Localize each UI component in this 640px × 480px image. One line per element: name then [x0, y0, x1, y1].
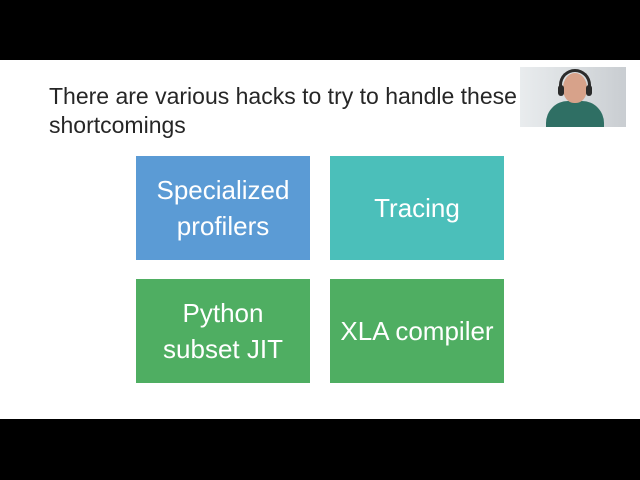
speaker-shoulders	[546, 101, 604, 127]
tile-label: Specialized profilers	[156, 175, 290, 241]
tile-python-subset-jit: Python subset JIT	[136, 279, 310, 383]
headset-earcup-left	[558, 85, 564, 96]
slide-title: There are various hacks to try to handle…	[49, 83, 517, 138]
tile-tracing: Tracing	[330, 156, 504, 260]
tile-label: Tracing	[374, 193, 460, 223]
tile-label: Python subset JIT	[163, 298, 283, 364]
tile-xla-compiler: XLA compiler	[330, 279, 504, 383]
headset-earcup-right	[586, 85, 592, 96]
tile-label: XLA compiler	[340, 316, 494, 346]
tile-specialized-profilers: Specialized profilers	[136, 156, 310, 260]
headset-icon	[559, 69, 591, 95]
speaker-webcam-overlay	[520, 67, 626, 127]
